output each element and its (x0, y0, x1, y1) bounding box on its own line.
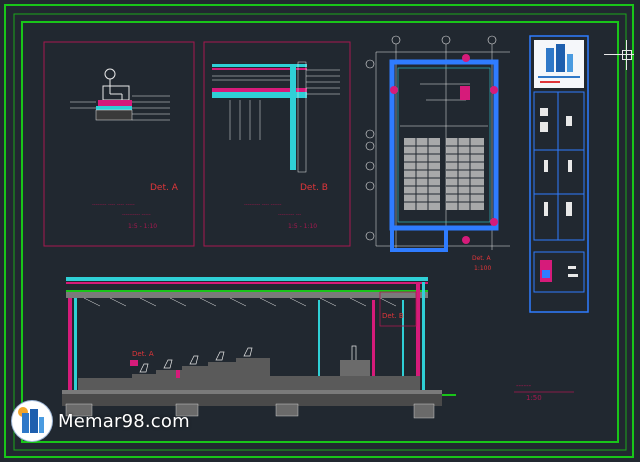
section-scale: 1:50 (526, 394, 542, 402)
watermark: Memar98.com (12, 400, 190, 442)
detail-a-title: Det. A (150, 183, 179, 193)
crosshair-cursor (604, 40, 634, 70)
section-title: ------ (516, 382, 532, 390)
detail-b-frame[interactable]: Det. B --------- ---- ------ --------- -… (203, 41, 351, 247)
plan-label: Det. A (472, 255, 491, 262)
detail-a-note: -------- ---- ---- ----- (92, 202, 135, 208)
section-note: Det. A (132, 350, 154, 358)
grid-bubbles (365, 35, 497, 241)
detail-a-scale: 1:5 - 1:10 (128, 223, 157, 230)
watermark-text: Memar98.com (58, 410, 190, 432)
building-section[interactable]: Det. B Det. A ------ 1:50 (62, 277, 574, 419)
detail-a-note2: ---------- ----- (122, 212, 151, 218)
section-detail-tag: Det. B (382, 312, 404, 320)
detail-b-title: Det. B (300, 183, 328, 193)
section-seats (139, 345, 357, 373)
company-logo (538, 44, 580, 83)
chair-figure (102, 68, 130, 104)
seat-blocks (404, 138, 484, 210)
floor-plan[interactable]: Det. A 1:100 (365, 35, 510, 272)
plan-scale: 1:100 (474, 265, 491, 272)
sheet-border (4, 4, 634, 458)
title-block[interactable] (529, 35, 589, 313)
detail-a-frame[interactable]: Det. A -------- ---- ---- ----- --------… (43, 41, 195, 247)
detail-b-note: --------- ---- ------ (244, 202, 282, 208)
detail-b-scale: 1:5 - 1:10 (288, 223, 317, 230)
detail-b-note2: --------- --- (278, 212, 301, 218)
watermark-logo-icon (12, 401, 52, 441)
